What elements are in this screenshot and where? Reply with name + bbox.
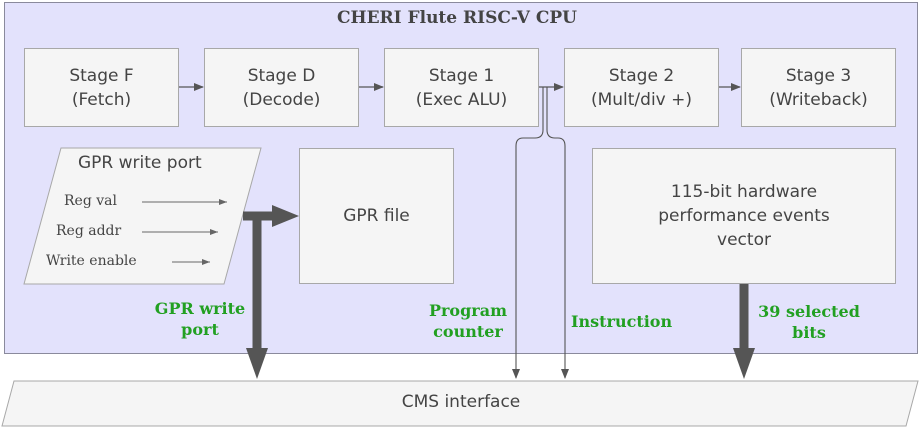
stage-3-box: Stage 3 (Writeback) [741,48,896,127]
program-counter-line [512,87,544,379]
stage-3-name: Stage 3 [785,65,852,86]
gpr-write-port-title: GPR write port [78,153,202,173]
stage-f-name: Stage F [69,65,134,86]
gpr-to-file-arrow-head [272,205,299,227]
cms-interface-shape [1,380,919,427]
instruction-line [546,87,569,379]
selected-bits-label: 39 selected bits [758,302,860,342]
perf-events-label: 115-bit hardware performance events vect… [658,182,830,250]
stage-d-desc: (Decode) [242,89,321,110]
stage-1-name: Stage 1 [428,65,495,86]
reg-addr-label: Reg addr [56,223,122,239]
stage-2-desc: (Mult/div +) [590,89,693,110]
cpu-title: CHERI Flute RISC-V CPU [337,8,577,28]
stage-1-box: Stage 1 (Exec ALU) [384,48,539,127]
reg-val-label: Reg val [64,193,117,209]
gpr-file-box: GPR file [299,148,454,284]
stage-f-desc: (Fetch) [71,89,132,110]
stage-f-box: Stage F (Fetch) [24,48,179,127]
gpr-write-port-shape [23,147,262,285]
perf-to-cms-arrow-head [733,348,755,379]
stage-2-name: Stage 2 [608,65,675,86]
program-counter-label: Program counter [428,301,508,341]
perf-events-box: 115-bit hardware performance events vect… [592,148,896,284]
write-enable-label: Write enable [46,253,137,269]
stage-3-desc: (Writeback) [769,89,868,110]
stage-2-box: Stage 2 (Mult/div +) [564,48,719,127]
gpr-write-port-signal-label: GPR write port [154,299,246,339]
gpr-to-cms-arrow-head [246,348,268,379]
instruction-label: Instruction [571,312,673,331]
gpr-file-label: GPR file [343,206,410,226]
cms-interface-label: CMS interface [401,392,521,412]
stage-1-desc: (Exec ALU) [415,89,508,110]
stage-d-box: Stage D (Decode) [204,48,359,127]
stage-d-name: Stage D [247,65,316,86]
